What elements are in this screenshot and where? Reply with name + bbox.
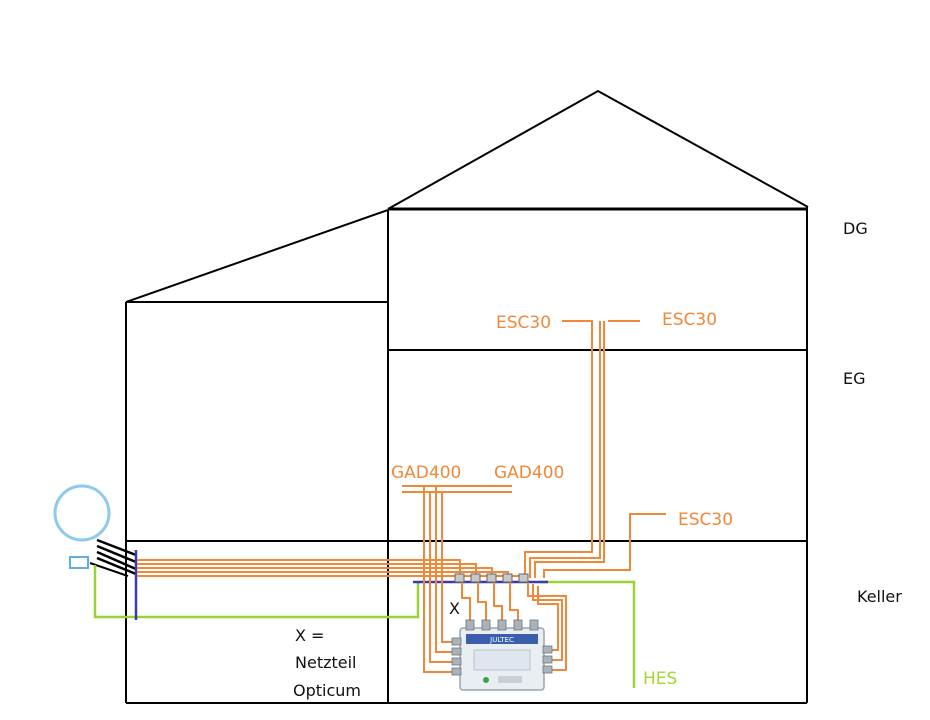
- multiswitch-device: JULTEC: [451, 619, 553, 691]
- house-structure: [125, 89, 809, 704]
- lnb-cables: [96, 538, 137, 576]
- multiswitch-output-coax: [461, 582, 567, 671]
- x-marker: X: [449, 599, 460, 618]
- esc30-eg-coax: [543, 513, 666, 578]
- floor-label-dg: DG: [843, 219, 868, 238]
- bus-connectors: [454, 573, 529, 583]
- gad400-right-label: GAD400: [494, 463, 564, 483]
- legend-line-1: X =: [295, 626, 324, 645]
- floor-label-keller: Keller: [857, 587, 902, 606]
- multiswitch-brand: JULTEC: [489, 636, 514, 644]
- gad400-left-label: GAD400: [391, 463, 461, 483]
- annex-roof: [125, 209, 389, 303]
- satellite-dish-icon: [53, 484, 129, 577]
- esc30-dg-coax: [524, 320, 640, 578]
- main-roof: [387, 89, 809, 210]
- grounding-lines: [93, 565, 636, 688]
- floor-label-eg: EG: [843, 369, 866, 388]
- esc30-dg-right-label: ESC30: [662, 310, 717, 330]
- legend-line-2: Netzteil: [295, 653, 357, 672]
- hes-label: HES: [643, 669, 677, 689]
- esc30-eg-label: ESC30: [678, 510, 733, 530]
- esc30-dg-left-label: ESC30: [496, 313, 551, 333]
- legend-line-3: Opticum: [293, 681, 361, 700]
